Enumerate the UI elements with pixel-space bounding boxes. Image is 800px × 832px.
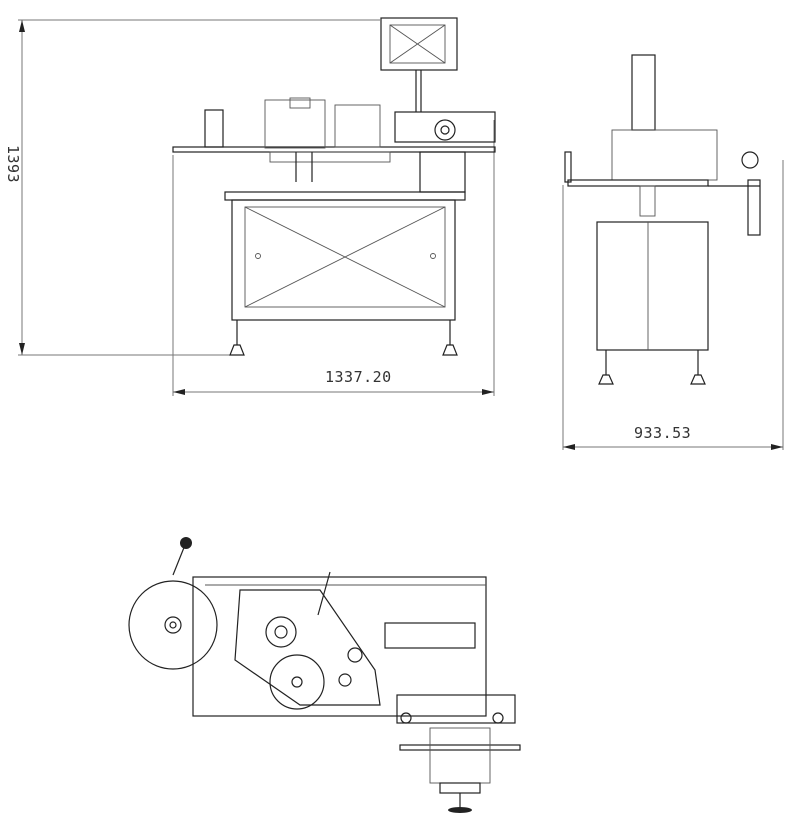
height-dimension-label: 1393 <box>4 144 23 184</box>
side-width-dimension-label: 933.53 <box>634 424 692 442</box>
side-view <box>562 54 784 450</box>
width-dimension-lines <box>172 120 495 396</box>
front-view <box>172 17 496 356</box>
top-view <box>128 537 521 813</box>
height-dimension-lines <box>18 19 380 356</box>
front-width-dimension-label: 1337.20 <box>325 368 392 386</box>
